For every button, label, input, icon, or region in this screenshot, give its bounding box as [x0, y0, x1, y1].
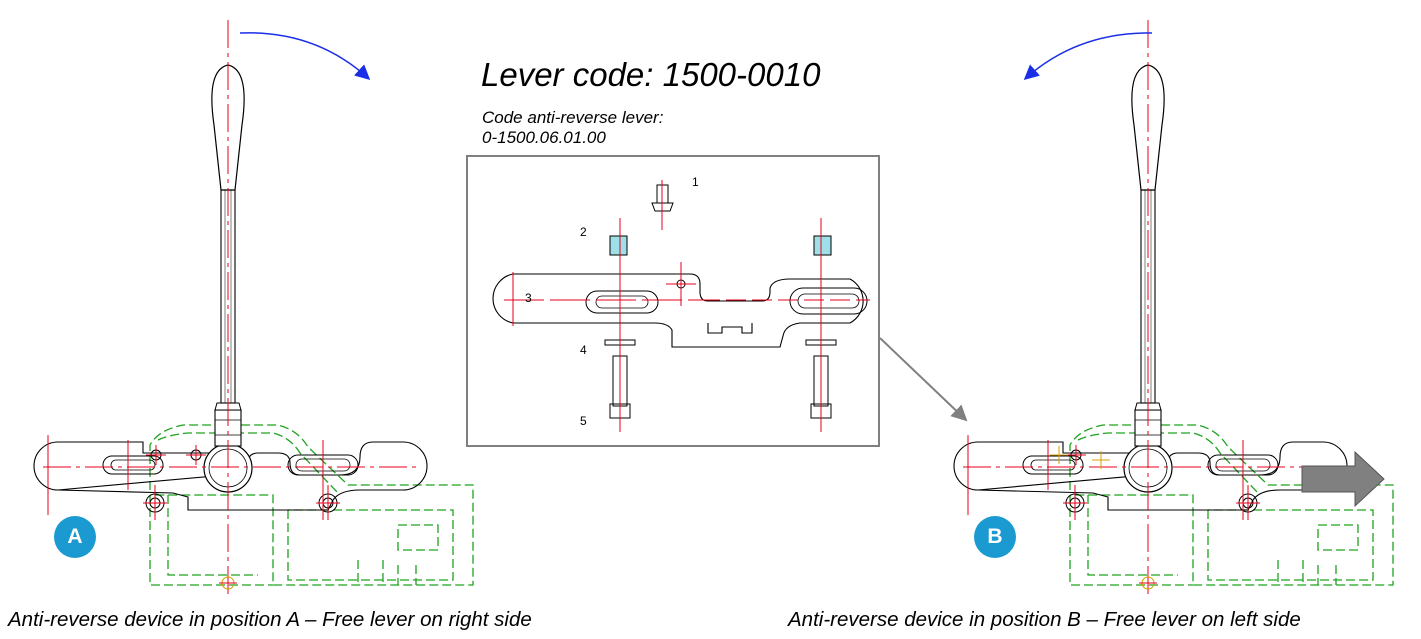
position-a-badge: A [54, 516, 96, 558]
rotation-arrow-a [239, 32, 371, 81]
part-label-1: 1 [692, 175, 699, 189]
part-label-4: 4 [580, 343, 587, 357]
part-1 [651, 180, 674, 230]
part-label-3: 3 [525, 291, 532, 305]
subtitle-line-2: 0-1500.06.01.00 [482, 128, 606, 147]
rotation-arrow-b [1023, 32, 1153, 80]
bushing-right [813, 235, 832, 256]
detail-exploded-view: 1 2 3 4 5 [466, 155, 880, 447]
subtitle-line-1: Code anti-reverse lever: [482, 108, 664, 127]
caption-position-a: Anti-reverse device in position A – Free… [8, 608, 532, 631]
detail-leader-arrow [879, 337, 968, 422]
drawing-title: Lever code: 1500-0010 [481, 56, 821, 93]
detail-plate [492, 273, 864, 348]
part-label-5: 5 [580, 414, 587, 428]
position-b-badge: B [974, 516, 1016, 558]
direction-arrow-right [1301, 450, 1385, 508]
bushing-left [609, 235, 628, 256]
lever-assembly-a [33, 19, 474, 596]
part-label-2: 2 [580, 225, 587, 239]
lever-assembly-b [953, 19, 1394, 596]
drawing-subtitle: Code anti-reverse lever: 0-1500.06.01.00 [482, 108, 663, 148]
caption-position-b: Anti-reverse device in position B – Free… [788, 608, 1301, 631]
